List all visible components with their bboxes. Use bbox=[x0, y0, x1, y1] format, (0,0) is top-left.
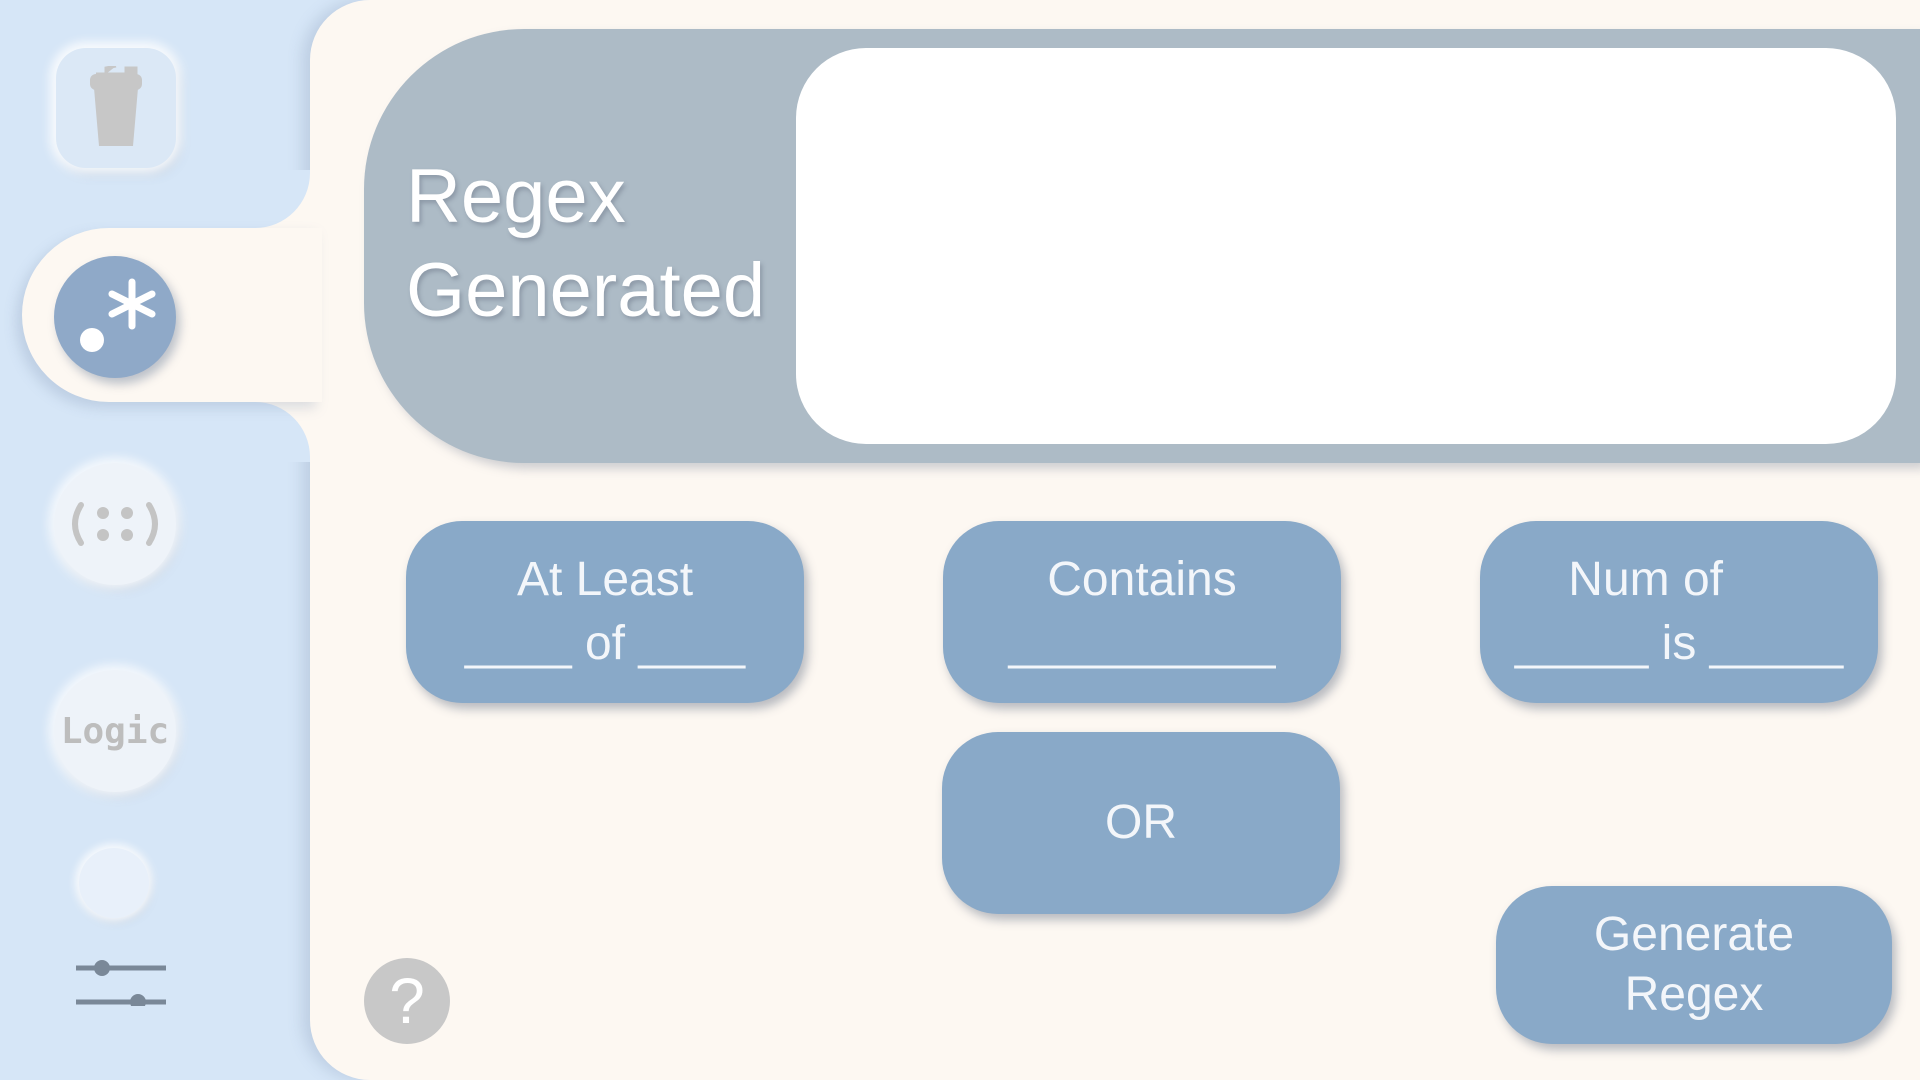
sliders-icon bbox=[73, 960, 169, 1010]
question-icon: ? bbox=[389, 965, 425, 1037]
regex-icon bbox=[80, 278, 156, 352]
generate-regex-button[interactable]: Generate Regex bbox=[1496, 886, 1892, 1044]
settings-button[interactable] bbox=[73, 956, 169, 1010]
num-of-button[interactable]: Num of _____ is _____ bbox=[1480, 521, 1878, 703]
regex-tab-button[interactable] bbox=[54, 256, 176, 378]
at-least-blanks: ____ of ____ bbox=[464, 617, 746, 670]
parentheses-icon bbox=[72, 502, 158, 546]
or-button[interactable]: OR bbox=[942, 732, 1340, 914]
at-least-label: At Least bbox=[516, 553, 694, 606]
trash-icon bbox=[90, 66, 142, 146]
regex-title-line1: Regex bbox=[406, 154, 626, 239]
at-least-button[interactable]: At Least ____ of ____ bbox=[406, 521, 804, 703]
trash-button[interactable] bbox=[56, 48, 176, 168]
theme-toggle-button[interactable] bbox=[79, 848, 149, 918]
num-of-blanks: _____ is _____ bbox=[1514, 617, 1844, 670]
contains-blank: __________ bbox=[1008, 617, 1276, 670]
generate-label-line1: Generate bbox=[1593, 908, 1795, 961]
generate-label-line2: Regex bbox=[1624, 968, 1764, 1021]
num-of-label: Num of bbox=[1568, 553, 1790, 606]
contains-button[interactable]: Contains __________ bbox=[943, 521, 1341, 703]
logic-icon: Logic bbox=[60, 710, 170, 752]
contains-label: Contains bbox=[1047, 553, 1237, 606]
logic-tab-button[interactable]: Logic bbox=[54, 670, 176, 792]
parentheses-tab-button[interactable] bbox=[54, 463, 176, 585]
regex-generated-title: Regex Generated bbox=[406, 150, 786, 338]
help-button[interactable]: ? bbox=[364, 958, 450, 1044]
or-label: OR bbox=[1105, 796, 1177, 849]
regex-title-line2: Generated bbox=[406, 248, 766, 333]
regex-output-field[interactable] bbox=[796, 48, 1896, 444]
